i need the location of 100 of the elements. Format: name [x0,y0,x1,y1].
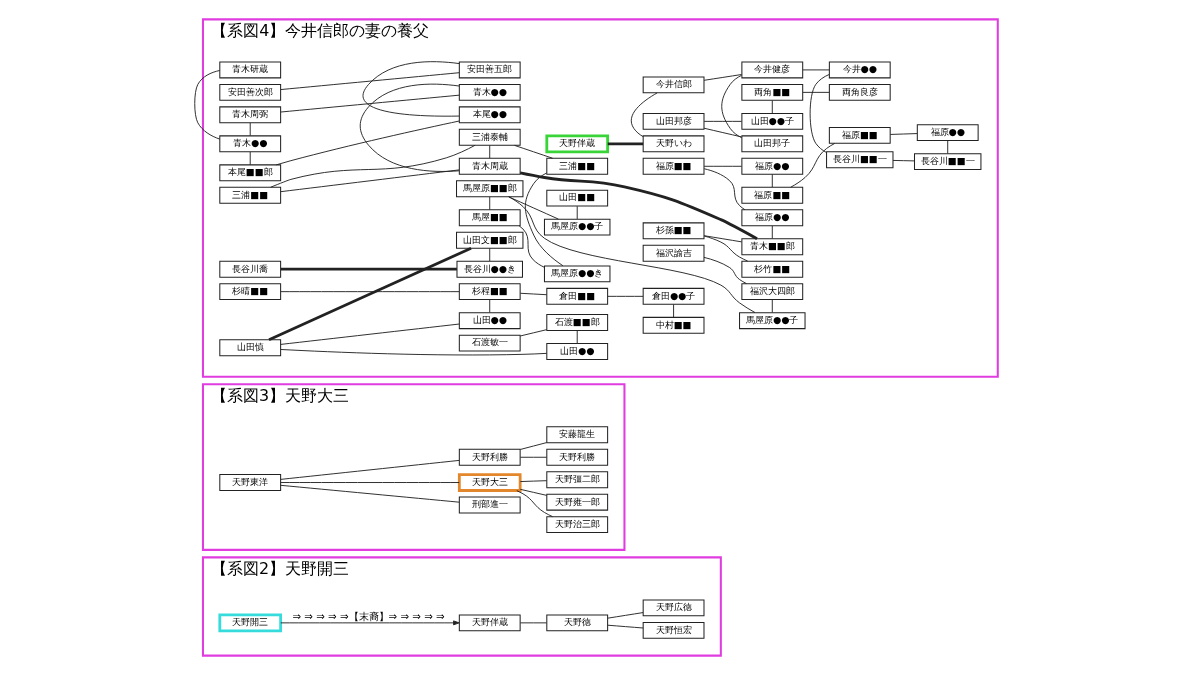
connector [947,140,949,154]
node-box: 青木■■郎 [741,238,804,256]
node-box: 中村■■ [642,316,705,334]
node-box: 山田●● [546,343,609,360]
connector [280,349,548,356]
node-box: 今井信郎 [642,76,705,94]
connector [721,74,743,139]
connector [576,330,578,344]
connector [809,74,830,153]
connector [280,94,460,113]
connector [703,127,743,138]
connector [889,133,918,135]
node-box: 青木研蔵 [219,61,282,79]
connector [280,169,460,193]
node-box: 青木周蔵 [458,157,521,175]
node-box: 青木●● [458,83,521,101]
connector [519,480,548,483]
node-box: 山田邦彦 [642,112,705,130]
connector [703,256,747,284]
node-box: 馬屋原●●子 [739,312,806,330]
node-box: 天野開三 [218,613,283,633]
node-box: 天野伴蔵 [458,614,521,632]
node-box: 石渡敏一 [458,334,521,352]
node-box: 刑部進一 [458,496,521,514]
node-box: 三浦■■ [219,186,282,204]
connector [892,159,915,162]
connector [607,612,644,619]
connector [280,291,460,293]
connector [576,205,578,220]
node-box: 安田善次郎 [219,83,282,101]
node-box: 青木●● [219,135,282,153]
node-box: 杉程■■ [458,283,521,301]
connector [524,172,564,267]
connector [519,456,548,458]
node-box: 福原■■ [642,157,705,175]
node-box: 三浦■■ [546,157,609,175]
connector [489,144,491,159]
node-box: 天野恒宏 [642,621,705,639]
arrow [280,620,460,626]
connector [508,196,756,314]
node-box: 三浦泰輔 [458,128,521,146]
node-box: 天野広徳 [642,599,705,617]
node-box: 山田●●子 [741,112,804,130]
node-box: 杉晴■■ [219,283,282,301]
connector [703,165,743,167]
node-box: 今井●● [828,61,891,79]
node-box: 本尾■■郎 [219,164,282,182]
connector [703,74,743,81]
node-box: 今井健彦 [741,61,804,79]
node-box: 山田邦子 [741,135,804,153]
connector [514,144,554,159]
node-box: 福原■■ [828,126,891,144]
connector [518,225,545,268]
node-box: 福原●● [916,124,979,142]
node-box: 天野いわ [642,135,705,153]
connector [607,624,644,629]
node-box: 石渡■■郎 [546,314,609,331]
connector [607,295,644,297]
connector [519,488,548,496]
connector [630,92,658,137]
node-box: 福沢大四郎 [741,283,804,301]
connector [802,69,830,71]
connector [275,120,460,166]
connector [607,142,644,146]
connector [790,142,836,188]
node-box: 福原●● [741,209,804,227]
node-box: 馬屋原●●子 [543,218,611,236]
connector [771,173,773,188]
node-box: 長谷川■■一 [826,151,894,169]
node-box: 馬屋■■ [458,209,521,227]
node-box: 青木周弼 [219,106,282,124]
connector [489,196,491,211]
connector [771,100,773,114]
node-box: 天野彊二郎 [546,471,609,489]
node-box: 福原■■ [741,186,804,204]
node-box: 山田文■■郎 [456,231,524,249]
connector [489,299,491,313]
connector [771,225,773,240]
connector [280,323,460,345]
connector [249,122,251,137]
connector [508,196,559,220]
node-box: 天野伴蔵 [545,134,610,154]
node-box: 杉孫■■ [642,222,705,240]
node-box: 天野東洋 [219,474,282,491]
node-box: 天野雍一郎 [546,493,609,511]
node-box: 両角良彦 [828,83,891,101]
node-box: 長谷川喬 [219,260,282,278]
connector [802,91,830,93]
node-box: 山田慎 [219,339,282,357]
connector [249,151,251,166]
connector [703,168,746,211]
connector [516,490,554,518]
connector [489,247,491,262]
node-box: 天野徳 [546,614,609,632]
node-box: 安藤龍生 [546,426,609,444]
connector [362,61,460,117]
connector [519,292,548,296]
node-box: 杉竹■■ [741,260,804,278]
node-box: 山田●● [458,312,521,330]
node-box: 福原●● [741,157,804,175]
